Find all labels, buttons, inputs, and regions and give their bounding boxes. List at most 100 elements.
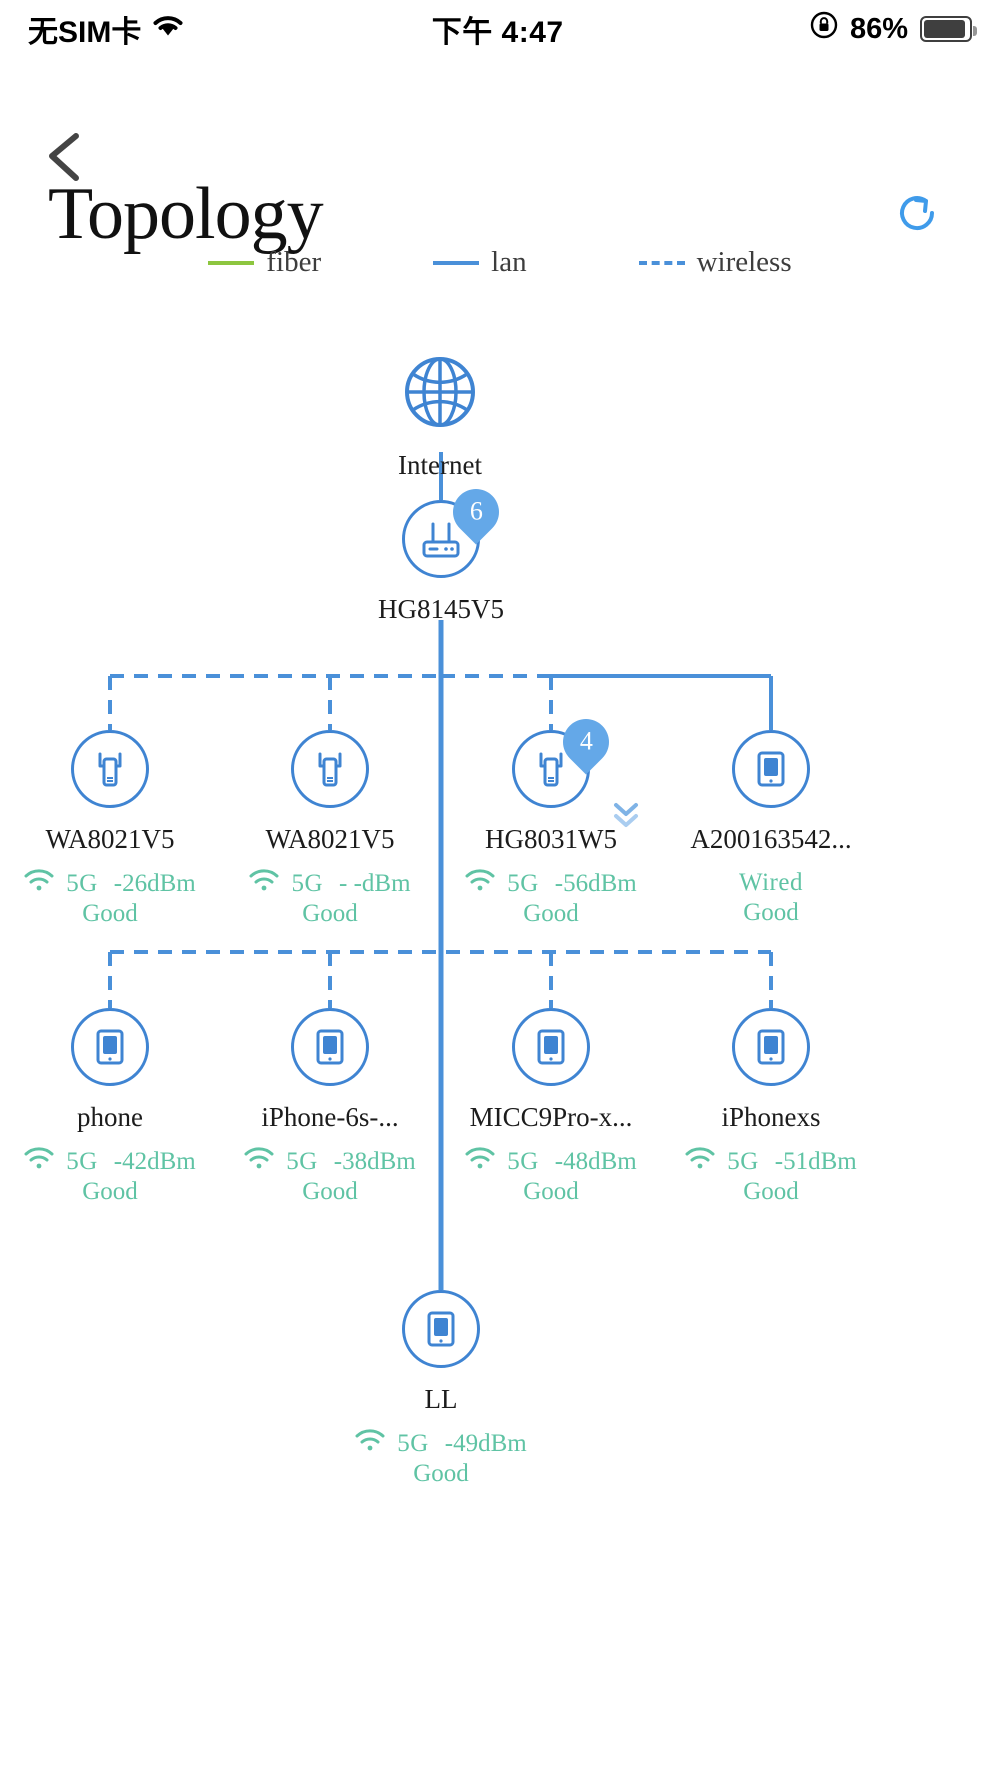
node-band: 5G [66,1147,98,1175]
carrier-label: 无SIM卡 [28,16,142,49]
wifi-signal-icon [685,1147,715,1176]
node-hg8031w5[interactable]: 4 HG8031W5 5G -56dBm Good [441,709,661,928]
node-rssi: -42dBm [113,1147,196,1175]
tablet-icon [71,1008,149,1086]
rotation-lock-icon [810,11,838,47]
node-rssi: -48dBm [554,1147,637,1175]
node-signal: 5G -26dBm [0,869,220,898]
legend-item-fiber: fiber [208,246,321,279]
node-rssi: -56dBm [554,869,637,897]
status-bar-left: 无SIM卡 [28,7,185,51]
node-label: HG8145V5 [378,594,504,624]
node-band: 5G [397,1429,429,1457]
node-label: phone [77,1102,143,1132]
legend-label-lan: lan [491,246,527,278]
node-ll[interactable]: LL 5G -49dBm Good [331,1290,551,1488]
status-bar-right: 86% [810,11,977,47]
battery-icon [920,16,977,42]
tablet-icon [732,730,810,808]
node-label: MICC9Pro-x... [469,1102,633,1132]
node-label: iPhone-6s-... [261,1102,399,1132]
status-bar-time: 下午 4:47 [431,16,564,49]
node-band: 5G [507,1147,539,1175]
node-quality: Good [82,1178,138,1205]
wifi-signal-icon [24,869,54,898]
node-signal: 5G -49dBm [331,1429,551,1458]
node-label: Internet [398,450,482,480]
node-quality: Good [302,1178,358,1205]
legend-line-wireless [638,260,685,265]
wifi-signal-icon [355,1429,385,1458]
router-icon: 6 [402,479,509,578]
node-band: 5G [286,1147,318,1175]
tablet-icon [512,1008,590,1086]
node-rssi: - -dBm [339,869,411,897]
wifi-signal-icon [465,869,495,898]
legend-item-lan: lan [433,246,527,279]
node-internet[interactable]: Internet [330,350,550,481]
node-label: iPhonexs [721,1102,821,1132]
node-wa8021v5-1[interactable]: WA8021V5 5G -26dBm Good [0,730,220,928]
wifi-signal-icon [24,1147,54,1176]
wifi-signal-icon [465,1147,495,1176]
node-quality: Good [82,900,138,927]
node-label: LL [424,1384,458,1414]
node-quality: Good [743,899,799,926]
tablet-icon [291,1008,369,1086]
double-chevron-down-icon[interactable] [606,795,646,835]
wifi-signal-icon [244,1147,274,1176]
node-quality: Good [413,1460,469,1487]
node-iphonexs[interactable]: iPhonexs 5G -51dBm Good [661,1008,881,1206]
node-signal: 5G -42dBm [0,1147,220,1176]
node-quality: Good [523,900,579,927]
node-phone[interactable]: phone 5G -42dBm Good [0,1008,220,1206]
battery-percent-label: 86% [849,12,908,45]
refresh-icon[interactable] [894,190,940,236]
repeater-icon [71,730,149,808]
legend-line-lan [433,260,480,265]
page-title: Topology [48,173,324,255]
back-button[interactable] [36,126,96,186]
tablet-icon [732,1008,810,1086]
node-label: WA8021V5 [45,824,175,854]
node-band: 5G [507,869,539,897]
globe-icon [398,350,482,434]
legend-label-fiber: fiber [266,246,322,278]
badge-count: 6 [469,497,483,526]
node-label: WA8021V5 [265,824,395,854]
repeater-icon [291,730,369,808]
node-rssi: -49dBm [444,1429,527,1457]
node-rssi: -26dBm [113,869,196,897]
node-signal: 5G - -dBm [220,869,440,898]
badge-count: 4 [579,727,593,756]
node-micc9pro[interactable]: MICC9Pro-x... 5G -48dBm Good [441,1008,661,1206]
node-band: 5G [291,869,324,897]
node-iphone-6s[interactable]: iPhone-6s-... 5G -38dBm Good [220,1008,440,1206]
tablet-icon [402,1290,480,1368]
wifi-icon [151,12,185,46]
node-quality: Good [302,900,358,927]
node-label: A200163542... [690,824,852,854]
node-signal: 5G -51dBm [661,1147,881,1176]
status-bar: 无SIM卡 下午 4:47 86% [0,0,1000,58]
wifi-signal-icon [249,869,279,898]
node-a200163542[interactable]: A200163542... Wired Good [661,730,881,927]
node-band: 5G [66,869,98,897]
node-band: 5G [727,1147,759,1175]
node-signal: 5G -38dBm [220,1147,440,1176]
legend-item-wireless: wireless [638,246,792,279]
node-wa8021v5-2[interactable]: WA8021V5 5G - -dBm Good [220,730,440,928]
node-gateway[interactable]: 6 HG8145V5 [331,479,551,625]
legend: fiber lan wireless [0,246,1000,279]
node-signal: Wired [661,869,881,897]
legend-line-fiber [208,260,255,265]
repeater-icon: 4 [512,709,619,808]
node-band: Wired [739,869,803,896]
node-signal: 5G -48dBm [441,1147,661,1176]
node-rssi: -38dBm [333,1147,416,1175]
legend-label-wireless: wireless [696,246,792,278]
node-signal: 5G -56dBm [441,869,661,898]
